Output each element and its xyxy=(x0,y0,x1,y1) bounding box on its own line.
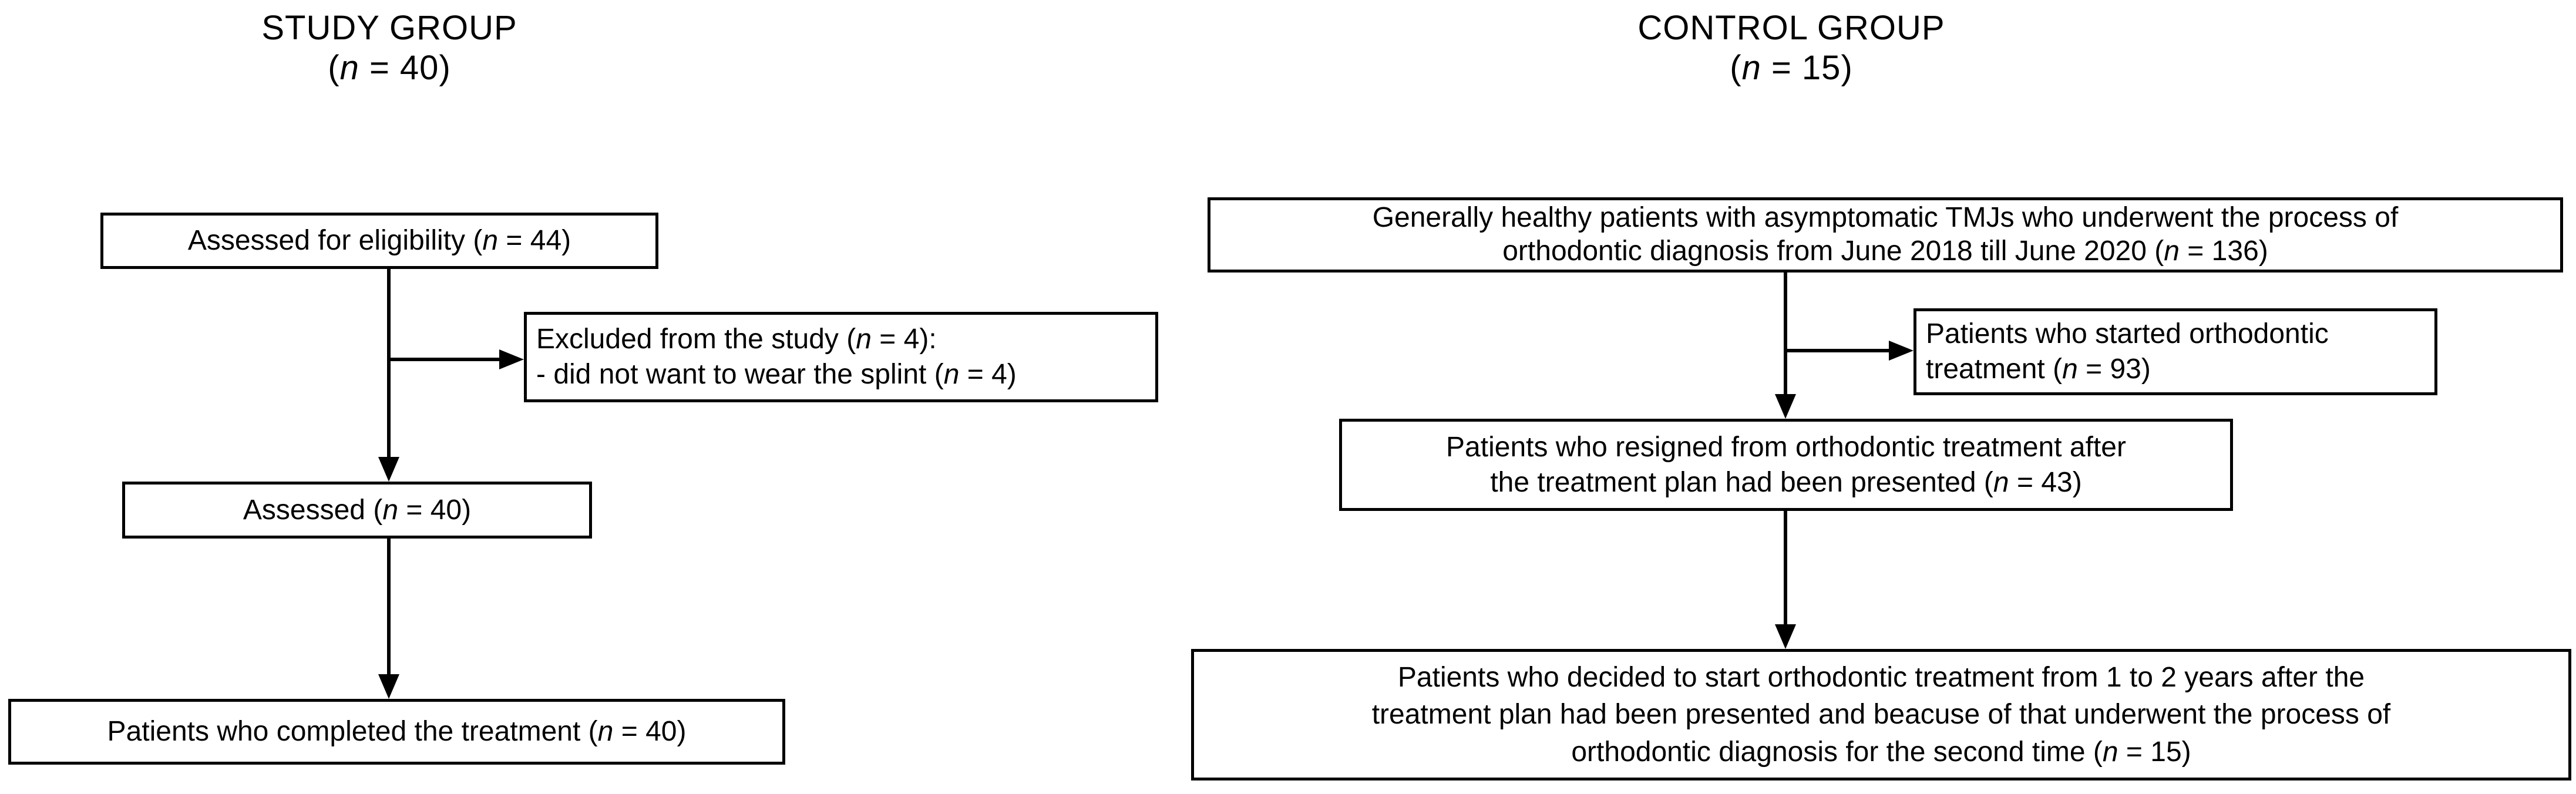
box-resigned-from-treatment: Patients who resigned from orthodontic t… xyxy=(1339,419,2233,511)
box-decided-line3: orthodontic diagnosis for the second tim… xyxy=(1571,736,2191,768)
box-generally-healthy-patients: Generally healthy patients with asymptom… xyxy=(1208,197,2563,272)
box-excluded-line1: Excluded from the study (n = 4): xyxy=(536,324,937,355)
arrow-resigned-to-decided-head xyxy=(1775,624,1796,649)
study-group-title: STUDY GROUP (n = 40) xyxy=(196,8,583,89)
box-started-line2: treatment (n = 93) xyxy=(1926,354,2151,385)
box-assessed: Assessed (n = 40) xyxy=(122,482,592,539)
box-assessed-for-eligibility-text: Assessed for eligibility (n = 44) xyxy=(187,225,571,256)
box-completed-treatment-text: Patients who completed the treatment (n … xyxy=(107,716,687,747)
study-group-title-line2: (n = 40) xyxy=(328,49,451,88)
box-decided-to-start-treatment: Patients who decided to start orthodonti… xyxy=(1191,649,2571,780)
arrow-healthy-to-resigned-head xyxy=(1775,394,1796,419)
box-assessed-text: Assessed (n = 40) xyxy=(243,494,472,526)
box-decided-line2: treatment plan had been presented and be… xyxy=(1371,699,2391,731)
arrow-branch-excluded-head xyxy=(499,349,524,369)
arrow-eligibility-to-assessed-head xyxy=(378,457,399,482)
control-group-title-line2: (n = 15) xyxy=(1730,49,1853,88)
study-group-title-line1: STUDY GROUP xyxy=(261,9,517,47)
box-excluded-line2: - did not want to wear the splint (n = 4… xyxy=(536,359,1017,390)
box-healthy-line1: Generally healthy patients with asymptom… xyxy=(1372,202,2399,234)
arrow-assessed-to-completed-head xyxy=(378,674,399,699)
box-decided-line1: Patients who decided to start orthodonti… xyxy=(1397,661,2365,693)
box-started-orthodontic-treatment: Patients who started orthodontic treatme… xyxy=(1913,308,2437,395)
box-healthy-line2: orthodontic diagnosis from June 2018 til… xyxy=(1502,235,2268,267)
arrow-branch-started-head xyxy=(1889,341,1913,361)
box-completed-treatment: Patients who completed the treatment (n … xyxy=(8,699,785,765)
box-started-line1: Patients who started orthodontic xyxy=(1926,318,2329,349)
control-group-title: CONTROL GROUP (n = 15) xyxy=(1598,8,1985,89)
control-group-title-line1: CONTROL GROUP xyxy=(1637,9,1945,47)
box-assessed-for-eligibility: Assessed for eligibility (n = 44) xyxy=(100,213,658,269)
box-resigned-line2: the treatment plan had been presented (n… xyxy=(1490,466,2082,498)
box-resigned-line1: Patients who resigned from orthodontic t… xyxy=(1446,431,2126,463)
box-excluded-from-study: Excluded from the study (n = 4): - did n… xyxy=(524,312,1158,402)
